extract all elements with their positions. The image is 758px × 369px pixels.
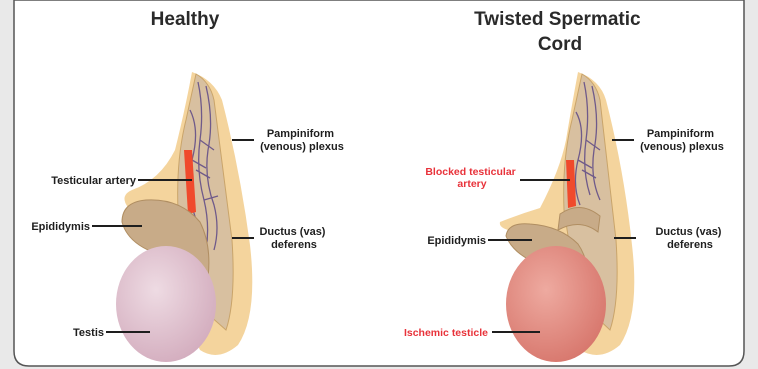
svg-text:Pampiniform (venous) p: Pampiniform (venous) plexus (640, 128, 724, 153)
ductus-line1-twisted: Ductus (vas) (655, 226, 721, 238)
blocked-artery-line2: artery (457, 178, 486, 190)
pampiniform-line1: Pampiniform (267, 128, 334, 140)
pampiniform-line2: (venous) plexus (260, 141, 344, 153)
pampiniform-line2-twisted: (venous) plexus (640, 141, 724, 153)
blocked-artery-line1: Blocked testicular (425, 166, 515, 178)
twisted-title-line1: Twisted Spermatic (474, 9, 641, 30)
twisted-title-line2: Cord (538, 34, 582, 55)
twisted-ischemic-testis (506, 246, 606, 362)
epididymis-label-healthy: Epididymis (31, 221, 90, 233)
ductus-line2: deferens (271, 239, 317, 251)
testis-label: Testis (73, 327, 104, 339)
testicular-artery-label: Testicular artery (51, 175, 137, 187)
epididymis-label-twisted: Epididymis (427, 235, 486, 247)
healthy-title: Healthy (151, 9, 220, 30)
ductus-line1: Ductus (vas) (259, 226, 325, 238)
pampiniform-line1-twisted: Pampiniform (647, 128, 714, 140)
ductus-line2-twisted: deferens (667, 239, 713, 251)
healthy-testis (116, 246, 216, 362)
ischemic-testicle-label: Ischemic testicle (404, 327, 488, 339)
svg-text:Pampiniform (venous) p: Pampiniform (venous) plexus (260, 128, 344, 153)
